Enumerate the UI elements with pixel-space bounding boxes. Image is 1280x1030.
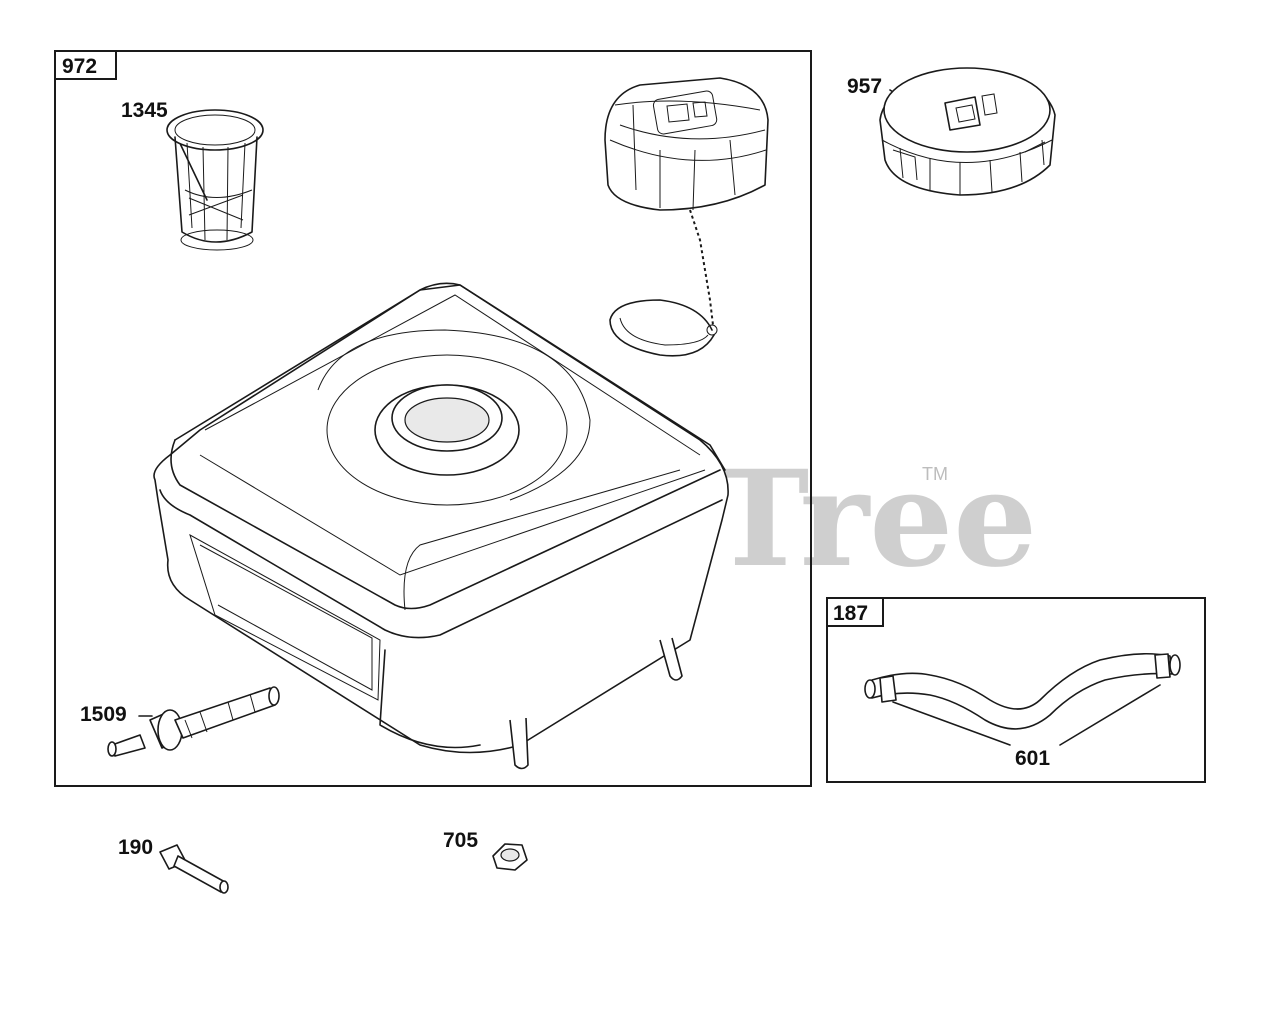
fuel-hose-part[interactable]: 601	[864, 652, 1181, 770]
group-187: 187	[826, 597, 1206, 783]
nut-part[interactable]: 705	[443, 829, 528, 871]
bolt-part[interactable]: 190	[118, 836, 229, 894]
callout-601[interactable]: 601	[1015, 747, 1050, 770]
callout-190[interactable]: 190	[118, 836, 153, 859]
callout-957[interactable]: 957	[847, 75, 882, 98]
callout-705[interactable]: 705	[443, 829, 478, 852]
callout-1509[interactable]: 1509	[80, 703, 127, 726]
group-972: 972	[54, 50, 812, 787]
fuel-tank-part[interactable]	[153, 282, 729, 770]
shutoff-valve-part[interactable]: 1509	[80, 686, 280, 757]
fuel-strainer-part[interactable]: 1345	[121, 99, 264, 251]
group-187-label[interactable]: 187	[833, 602, 868, 625]
fuel-cap-part[interactable]: 957	[847, 67, 1056, 196]
group-972-label[interactable]: 972	[62, 55, 97, 78]
watermark-tm: TM	[922, 464, 948, 484]
callout-1345[interactable]: 1345	[121, 99, 168, 122]
fuel-cap-with-tether[interactable]	[604, 77, 769, 357]
